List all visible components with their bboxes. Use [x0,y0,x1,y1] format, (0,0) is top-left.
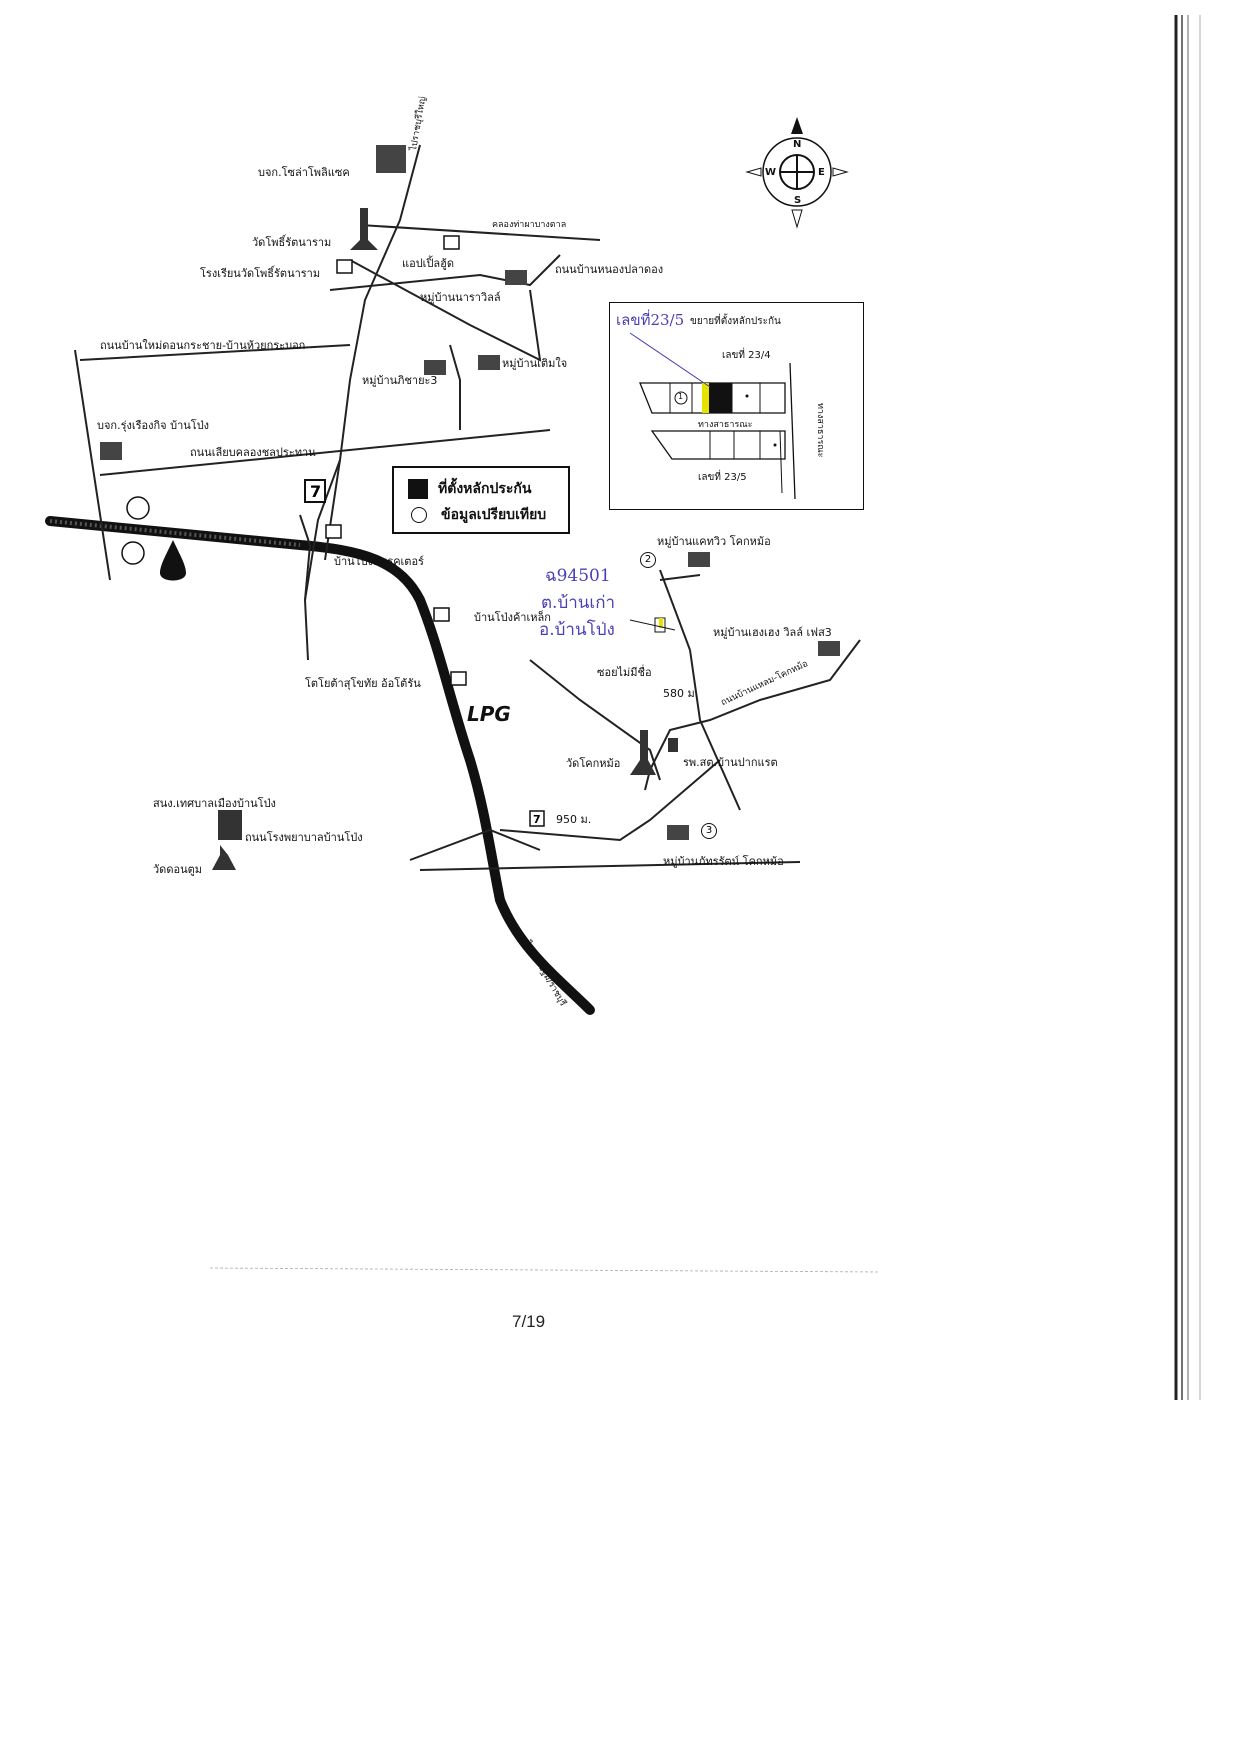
legend-collateral: ที่ตั้งหลักประกัน [408,478,531,500]
seven-eleven-icon [529,810,545,827]
legend-comparison: ข้อมูลเปรียบเทียบ [408,504,546,526]
factory-icon [100,442,122,460]
gas-station-icon [126,496,150,520]
label-road-nongpladong: ถนนบ้านหนองปลาดอง [555,263,664,276]
village-icon [688,552,710,567]
factory-icon [376,145,406,173]
village-icon [818,641,840,656]
inset-plot-bottom: เลขที่ 23/5 [698,472,747,483]
bank-icon [450,671,467,686]
label-canal-top: คลองท่าผาบางตาล [492,220,567,230]
village-icon [667,825,689,840]
label-apple-school: แอปเปิ้ลฮู้ด [402,257,455,270]
inset-plots [629,332,796,500]
label-village-patsarat: หมู่บ้านภัทรรัตน์ โคกหม้อ [663,855,784,868]
temple-icon [212,845,236,870]
oil-drop-icon [160,540,186,581]
legend-comparison-label: ข้อมูลเปรียบเทียบ [441,507,547,523]
collateral-highlight-icon [659,618,663,628]
compass-east: E [818,167,825,178]
roads [74,144,861,871]
label-road-ban-mai: ถนนบ้านใหม่ดอนกระชาย-บ้านห้วยกระบอก [100,339,306,352]
svg-text:7: 7 [310,482,321,501]
compass-west: W [765,167,777,178]
marker-3: 3 [701,823,717,839]
compass-rose-icon [745,117,849,229]
main-highway [45,516,595,1015]
inset-title: ขยายที่ตั้งหลักประกัน [690,316,781,327]
hospital-icon [668,738,678,752]
village-icon [478,355,500,370]
temple-icon [350,208,378,250]
label-soi-unnamed: ซอยไม่มีชื่อ [597,666,652,679]
page-number: 7/19 [512,1312,546,1331]
marker-2: 2 [640,552,656,568]
label-dist-950: 950 ม. [556,813,592,826]
municipal-building-icon [218,810,242,840]
label-road-school: ถนนโรงพยาบาลบ้านโป่ง [245,831,363,844]
svg-text:7: 7 [533,813,541,826]
label-factory-rung: บจก.รุ่งเรืองกิจ บ้านโป่ง [97,419,210,432]
label-village-sengheng: หมู่บ้านเฮงเฮง วิลล์ เฟส3 [713,626,832,639]
inset-collateral-highlight [702,383,709,413]
label-temple-top: วัดโพธิ์รัตนาราม [252,236,332,249]
inset-collateral-plot [708,383,732,413]
legend-collateral-label: ที่ตั้งหลักประกัน [438,481,532,497]
label-dist-580: 580 ม. [663,687,699,700]
inset-plot-top: เลขที่ 23/4 [722,350,771,361]
label-hospital: รพ.สต.บ้านปากแรต [683,756,778,769]
label-school: โรงเรียนวัดโพธิ์รัตนาราม [200,267,321,280]
label-factory-top: บจก.โซล่าโพลิแซค [258,166,350,179]
handwritten-subdistrict: ต.บ้านเก่า [541,593,616,613]
inset-marker: 1 [678,392,684,401]
map-symbols: 7 7 [100,145,840,870]
label-toyota: โตโยต้าสุโขทัย อ้อโต้รัน [305,677,421,690]
label-temple-donum: วัดดอนตูม [153,863,202,876]
compass-north: N [793,139,802,150]
label-municipal: สนง.เทศบาลเมืองบ้านโป่ง [153,797,276,810]
label-village-toemjai: หมู่บ้านเติมใจ [502,357,568,370]
compass-south: S [794,195,802,206]
village-icon [424,360,446,375]
bank-icon [325,524,342,539]
gas-station-icon [121,541,145,565]
label-village-phichai: หมู่บ้านภิชายะ3 [362,374,438,387]
temple-icon [630,730,656,775]
inset-detail-map: ขยายที่ตั้งหลักประกัน เลขที่23/5 เลขที่ … [609,302,864,510]
handwritten-deed: ฉ94501 [545,566,611,586]
scan-edge [209,15,1201,1400]
inset-road-h: ทางสาธารณะ [698,420,753,430]
label-road-canal: ถนนเลียบคลองชลประทาน [190,446,316,459]
comparison-swatch-icon [411,507,427,523]
label-temple-khokmo: วัดโคกหม้อ [566,757,621,770]
bank-icon [443,235,460,250]
label-banpong-traktor: บ้านโป่งแทรคเตอร์ [334,555,424,568]
label-village-nara: หมู่บ้านนาราวิลล์ [420,291,501,304]
label-lpg: LPG [467,702,511,726]
bank-icon [433,607,450,622]
seven-eleven-icon [304,479,326,503]
label-village-sattawi: หมู่บ้านแคทวิว โคกหม้อ [657,535,771,548]
village-icon [505,270,527,285]
handwritten-district: อ.บ้านโป่ง [539,620,615,640]
inset-handwritten: เลขที่23/5 [616,311,685,329]
map-legend: ที่ตั้งหลักประกัน ข้อมูลเปรียบเทียบ [392,466,570,534]
school-icon [336,259,353,274]
label-banpong-steel: บ้านโป่งค้าเหล็ก [474,611,551,624]
collateral-swatch-icon [408,479,428,499]
